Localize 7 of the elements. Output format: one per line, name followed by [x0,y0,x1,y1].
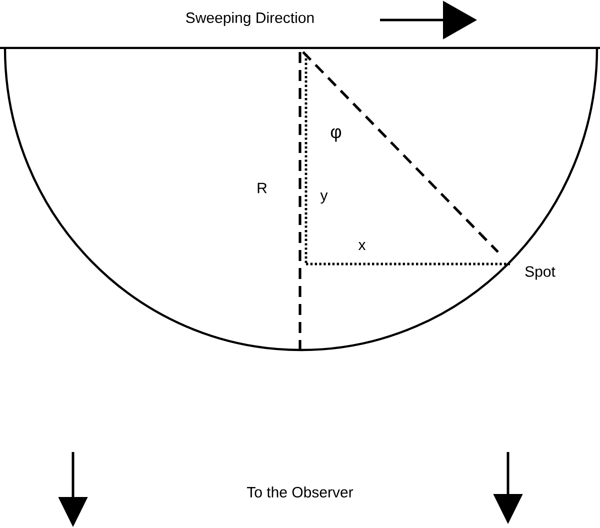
radius-label: R [258,182,267,194]
axis-label: y [320,192,328,204]
observer-label: To the Observer [246,486,354,498]
angle-label: φ [330,128,342,142]
axis-label: x [358,242,366,250]
direction-label: Sweeping Direction [186,12,314,26]
spot-label: Spot [525,266,556,280]
